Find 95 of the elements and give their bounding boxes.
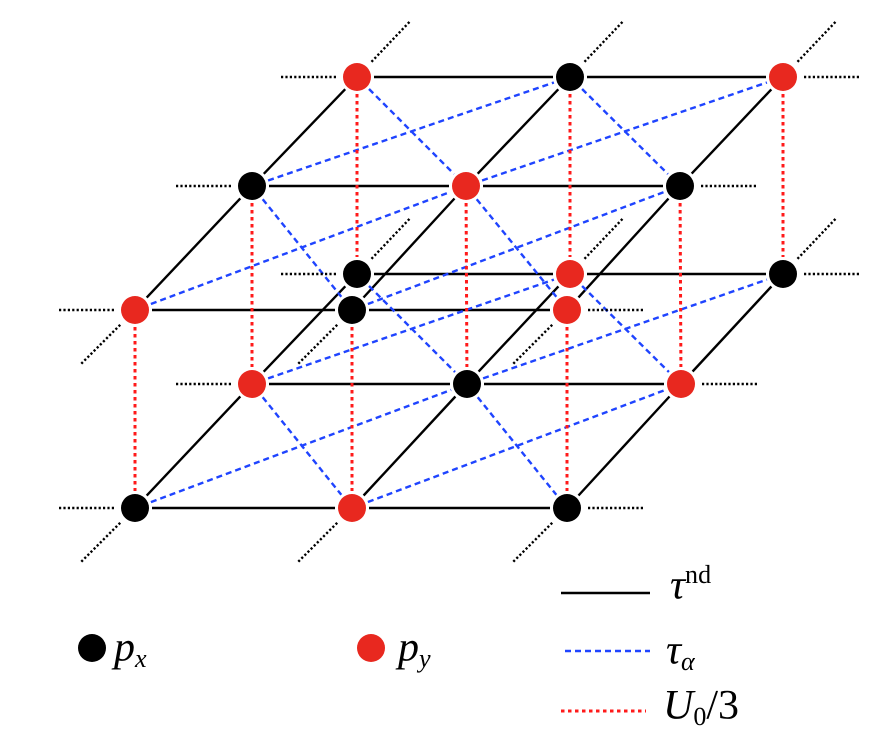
dashed-line	[150, 388, 452, 504]
dotted-line	[134, 327, 136, 491]
legend-label: p$_{x}$	[114, 618, 150, 682]
legend-label: τ$_{α}$	[666, 626, 696, 678]
site-dot	[121, 494, 149, 522]
solid-line	[369, 308, 550, 312]
dotted-stub-line	[279, 76, 336, 78]
solid-line	[374, 76, 553, 78]
solid-line	[262, 285, 346, 373]
site-dot	[556, 260, 584, 288]
dotted-stub-line	[588, 506, 645, 510]
dashed-line	[367, 190, 665, 306]
solid-line	[476, 88, 560, 175]
solid-line	[152, 506, 335, 510]
dotted-stub-line	[57, 308, 114, 312]
solid-line	[587, 76, 766, 78]
site-dot	[452, 172, 480, 200]
dotted-line	[782, 94, 784, 257]
dotted-stub-line	[174, 184, 231, 188]
site-dot	[343, 63, 371, 91]
dashed-line	[268, 81, 554, 182]
solid-line	[690, 88, 772, 174]
site-dot	[769, 63, 797, 91]
legend-label: τ$^{nd}$	[670, 559, 712, 611]
dotted-stub-line	[296, 324, 338, 366]
dotted-stub-line	[57, 506, 114, 510]
dotted-stub-line	[511, 522, 554, 564]
site-dot	[666, 172, 694, 200]
solid-line	[262, 88, 346, 175]
dashed-line	[262, 198, 342, 298]
site-dot	[667, 370, 695, 398]
solid-line	[146, 396, 242, 496]
dashed-line	[476, 396, 558, 496]
dotted-stub-line	[279, 272, 336, 276]
legend-label: p$_{y}$	[398, 618, 434, 682]
dashed-line	[482, 278, 768, 380]
dashed-line	[368, 88, 455, 175]
site-dot	[453, 370, 481, 398]
site-dot	[338, 296, 366, 324]
site-dot	[769, 260, 797, 288]
solid-line	[152, 308, 335, 312]
dotted-stub-line	[796, 20, 838, 63]
dotted-line	[566, 327, 568, 491]
dotted-line	[350, 327, 354, 491]
dashed-line	[368, 285, 456, 373]
dotted-line	[568, 94, 572, 257]
dotted-stub-line	[804, 272, 861, 276]
dotted-stub-line	[588, 308, 645, 312]
dotted-stub-line	[804, 76, 861, 78]
dotted-stub-line	[370, 216, 412, 260]
solid-line	[587, 272, 766, 276]
dashed-line	[581, 285, 670, 373]
dotted-stub-line	[174, 382, 231, 386]
dotted-stub-line	[584, 20, 625, 63]
dashed-line	[581, 88, 669, 175]
dotted-stub-line	[370, 20, 412, 63]
site-dot	[238, 172, 266, 200]
dotted-stub-line	[79, 522, 122, 564]
dotted-stub-line	[511, 324, 554, 366]
site-dot	[553, 494, 581, 522]
legend-label: U$_{0}$/3	[663, 682, 740, 734]
site-dot	[556, 63, 584, 91]
solid-line	[478, 286, 560, 372]
solid-line	[146, 198, 242, 298]
dotted-line	[250, 203, 254, 367]
solid-line	[369, 506, 550, 510]
dashed-line	[476, 198, 558, 298]
solid-line	[578, 198, 670, 298]
dotted-line	[678, 203, 682, 367]
dotted-stub-line	[796, 216, 838, 260]
site-dot	[343, 260, 371, 288]
dotted-stub-line	[296, 522, 338, 564]
site-dot	[553, 296, 581, 324]
dotted-stub-line	[702, 382, 759, 386]
dotted-stub-line	[701, 184, 758, 188]
solid-line	[362, 396, 456, 496]
dotted-stub-line	[79, 324, 122, 366]
solid-line	[269, 184, 449, 188]
dotted-line	[464, 203, 468, 367]
dotted-stub-line	[584, 216, 625, 260]
dashed-line	[262, 396, 342, 496]
dashed-line	[482, 81, 768, 182]
dotted-line	[356, 94, 358, 257]
solid-line	[483, 184, 663, 188]
solid-line	[692, 286, 772, 372]
dashed-line	[268, 278, 554, 380]
site-dot	[121, 296, 149, 324]
solid-line	[362, 198, 456, 298]
dashed-line	[367, 388, 666, 504]
solid-line	[484, 382, 664, 386]
solid-line	[578, 396, 670, 496]
site-dot	[238, 370, 266, 398]
solid-line	[269, 382, 450, 386]
solid-line	[374, 272, 553, 276]
site-dot	[338, 494, 366, 522]
